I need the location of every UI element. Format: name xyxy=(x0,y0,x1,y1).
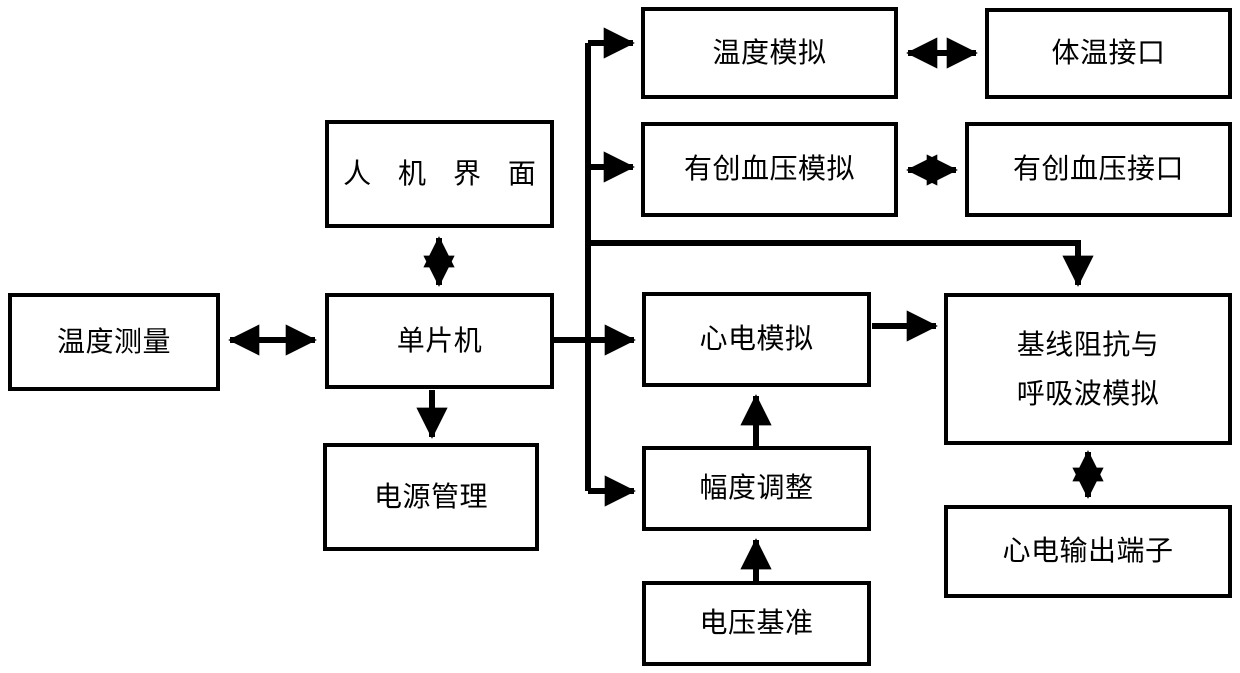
node-label: 心电模拟 xyxy=(699,322,814,356)
node-label: 基线阻抗与 呼吸波模拟 xyxy=(1016,328,1160,410)
node-voltage-reference[interactable]: 电压基准 xyxy=(642,581,871,666)
node-ibp-port[interactable]: 有创血压接口 xyxy=(965,122,1232,217)
node-temp-sim[interactable]: 温度模拟 xyxy=(641,7,898,99)
node-body-temp-port[interactable]: 体温接口 xyxy=(985,8,1232,99)
node-label: 温度测量 xyxy=(56,324,171,358)
node-label: 有创血压模拟 xyxy=(683,152,855,186)
node-label: 有创血压接口 xyxy=(1012,152,1184,186)
node-hmi[interactable]: 人 机 界 面 xyxy=(325,120,554,228)
node-baseline-resp-sim[interactable]: 基线阻抗与 呼吸波模拟 xyxy=(944,293,1232,445)
node-ecg-output[interactable]: 心电输出端子 xyxy=(944,505,1232,598)
node-amplitude-adjust[interactable]: 幅度调整 xyxy=(642,446,871,531)
node-mcu[interactable]: 单片机 xyxy=(325,293,554,389)
node-label: 体温接口 xyxy=(1051,36,1166,70)
node-label: 电压基准 xyxy=(699,606,814,640)
node-label: 人 机 界 面 xyxy=(343,156,545,190)
node-label: 幅度调整 xyxy=(699,471,814,505)
edge-mcu-baselineresp xyxy=(588,240,1094,287)
node-temp-measure[interactable]: 温度测量 xyxy=(8,293,220,391)
node-ibp-sim[interactable]: 有创血压模拟 xyxy=(641,122,898,217)
node-ecg-sim[interactable]: 心电模拟 xyxy=(642,292,871,387)
node-label: 单片机 xyxy=(396,323,483,357)
node-label: 心电输出端子 xyxy=(1002,534,1174,568)
node-label: 电源管理 xyxy=(373,479,488,513)
node-label: 温度模拟 xyxy=(712,35,827,69)
node-power-management[interactable]: 电源管理 xyxy=(323,443,539,551)
